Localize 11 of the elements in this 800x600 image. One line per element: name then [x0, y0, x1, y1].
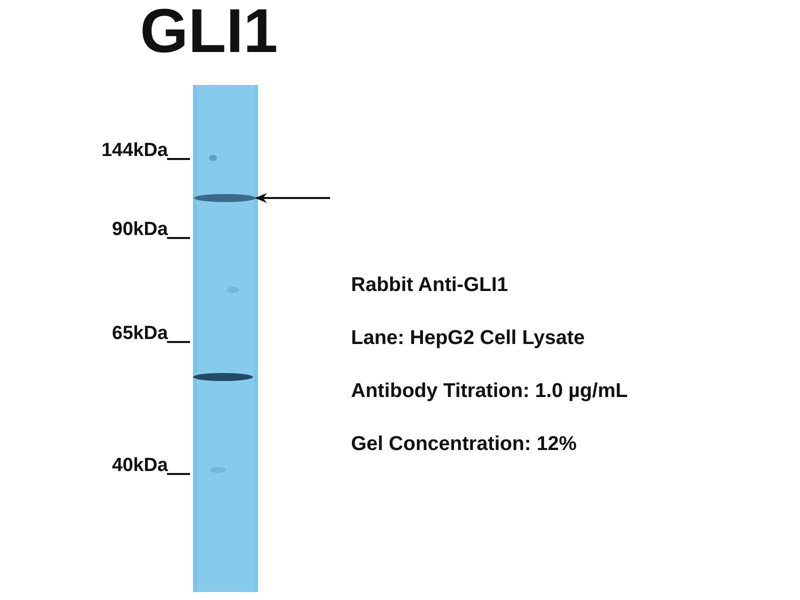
title: GLI1: [140, 0, 278, 67]
info-text: Lane: HepG2 Cell Lysate: [351, 327, 585, 350]
marker-label: 65kDa: [112, 323, 168, 345]
info-text: Gel Concentration: 12%: [351, 433, 577, 456]
marker-label: 40kDa: [112, 455, 168, 477]
marker-label: 90kDa: [112, 219, 168, 241]
arrow: [255, 193, 330, 203]
protein-band: [194, 194, 256, 202]
info-text: Antibody Titration: 1.0 µg/mL: [351, 380, 628, 403]
marker-label: 144kDa: [101, 140, 168, 162]
info-text: Rabbit Anti-GLI1: [351, 274, 508, 297]
